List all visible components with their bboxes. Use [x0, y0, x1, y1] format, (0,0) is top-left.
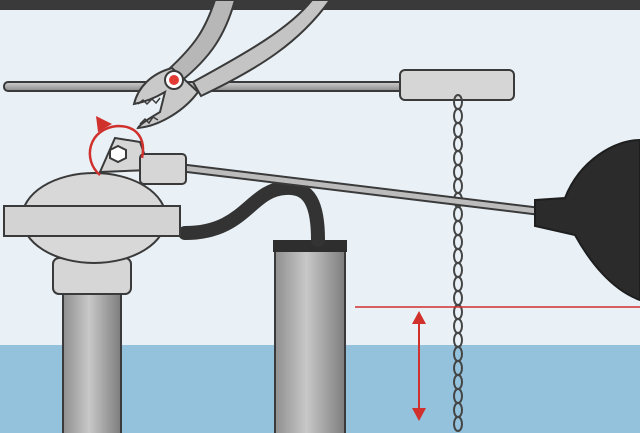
fill-valve-cap [3, 205, 181, 237]
fill-valve-stem [52, 257, 132, 433]
overflow-tube [273, 240, 347, 433]
double-arrow-icon [412, 311, 426, 421]
adjustment-nut [109, 144, 127, 164]
pliers-pivot [169, 75, 179, 85]
chain-icon [453, 94, 463, 432]
refill-hose [178, 180, 325, 247]
rotate-arrow-icon [88, 116, 145, 176]
pliers-icon [132, 0, 332, 130]
float-ball [534, 138, 640, 302]
adjustment-bracket [98, 136, 187, 185]
trip-lever-block [399, 69, 515, 101]
chain-link [453, 416, 463, 432]
